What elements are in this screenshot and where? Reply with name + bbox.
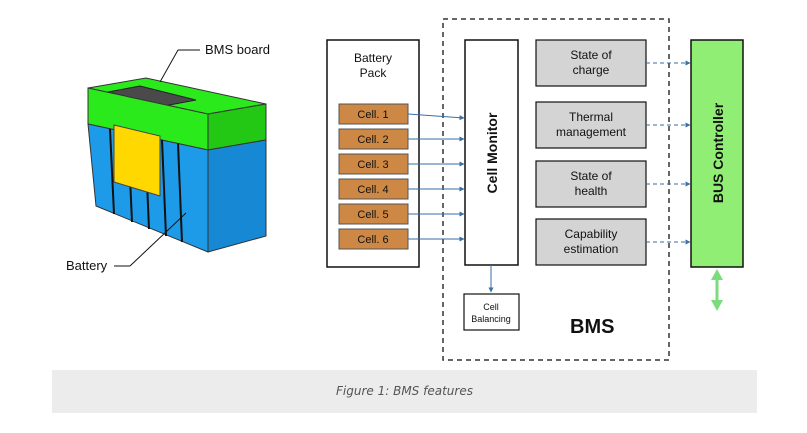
cell-monitor-box (464, 39, 519, 266)
feature-box (535, 101, 647, 149)
cell-label: Cell. 1 (357, 109, 388, 121)
cell-label: Cell. 6 (357, 234, 388, 246)
cell-balancing-label-line1: Cell (483, 302, 499, 312)
feature-label-line2: management (556, 125, 627, 139)
battery-stripe (109, 128, 115, 215)
battery-stripe (177, 142, 183, 243)
feature-label-line2: charge (573, 63, 610, 77)
feature-arrows (646, 60, 691, 245)
feature-label-line1: State of (570, 48, 612, 62)
bms-figure: BMS board Battery BMS Battery Pack Cell.… (66, 18, 744, 361)
figure-caption: Figure 1: BMS features (336, 384, 473, 398)
bus-arrow-head-up (711, 269, 723, 280)
bms-board-label: BMS board (205, 42, 270, 57)
battery-side-face (207, 139, 267, 253)
feature-box (535, 218, 647, 266)
battery-stripe (161, 139, 167, 237)
battery-illustration: BMS board Battery (66, 42, 270, 273)
bus-arrow-head-down (711, 300, 723, 311)
cell-arrow (407, 113, 465, 121)
cell-arrows (407, 113, 465, 242)
battery-leader (129, 212, 187, 267)
bus-bidirectional-arrow (711, 269, 723, 311)
bus-controller-box (690, 39, 744, 268)
cell-monitor-label: Cell Monitor (484, 112, 500, 193)
feature-label-line2: health (575, 184, 608, 198)
figure-caption-bar: Figure 1: BMS features (52, 370, 757, 413)
bms-label: BMS (570, 316, 614, 338)
feature-box (535, 39, 647, 87)
bus-controller-label: BUS Controller (710, 102, 726, 203)
feature-box (535, 160, 647, 208)
battery-pack-label-line1: Battery (354, 51, 392, 65)
cell-balancing-label-line2: Balancing (471, 314, 511, 324)
cell-label: Cell. 3 (357, 159, 388, 171)
bms-board-leader (159, 49, 179, 83)
cell-balancing-box (463, 293, 520, 331)
battery-label: Battery (66, 258, 108, 273)
battery-terminal-plate (113, 124, 161, 197)
cell-label: Cell. 2 (357, 134, 388, 146)
feature-label-line1: Thermal (569, 110, 613, 124)
feature-label-line1: Capability (565, 227, 618, 241)
cell-label: Cell. 5 (357, 209, 388, 221)
cell-label: Cell. 4 (357, 184, 388, 196)
feature-label-line1: State of (570, 169, 612, 183)
battery-pack-label-line2: Pack (360, 66, 388, 80)
feature-list: State of charge Thermal management State… (535, 39, 647, 266)
feature-label-line2: estimation (564, 242, 619, 256)
